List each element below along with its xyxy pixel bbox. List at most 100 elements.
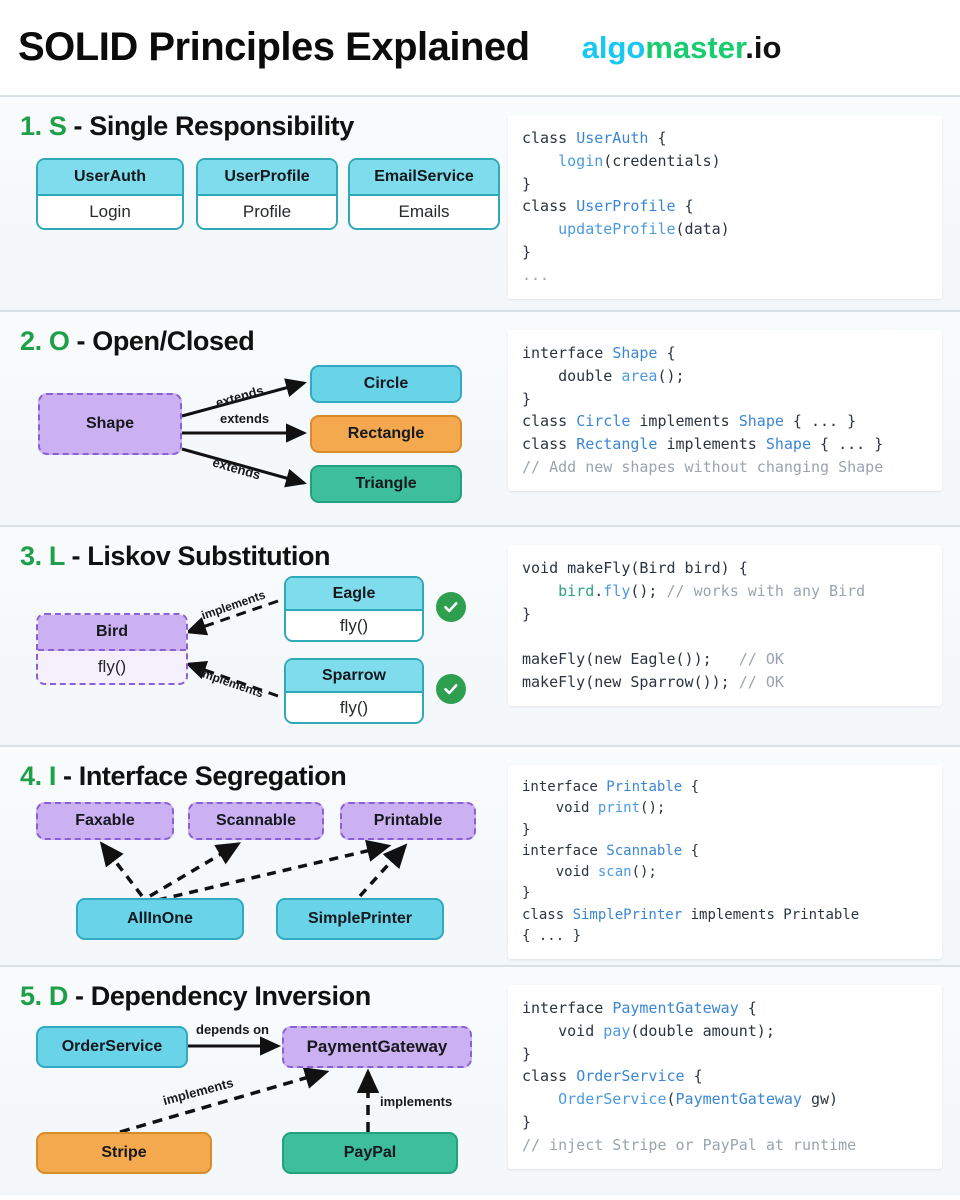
- class-box-emailservice[interactable]: EmailService Emails: [348, 158, 500, 230]
- class-box-eagle-header: Eagle: [286, 578, 422, 611]
- code-block-2[interactable]: interface Shape { double area(); } class…: [508, 330, 942, 491]
- class-box-circle-label: Circle: [363, 375, 409, 393]
- interface-box-scannable[interactable]: Scannable: [188, 802, 324, 840]
- section-1-title: Single Responsibility: [89, 111, 354, 141]
- section-3-title: Liskov Substitution: [87, 541, 331, 571]
- section-single-responsibility: 1. S - Single Responsibility UserAuth Lo…: [0, 95, 960, 310]
- section-4-diagram: Faxable Scannable Printable AllInOne Sim…: [20, 796, 500, 946]
- section-4-title: Interface Segregation: [78, 761, 347, 791]
- section-1-code-pane: class UserAuth { login(credentials) } cl…: [500, 97, 960, 310]
- edge-label-implements-paypal: implements: [380, 1094, 453, 1109]
- check-circle-icon-sparrow: [436, 674, 466, 704]
- class-box-eagle[interactable]: Eagle fly(): [284, 576, 424, 642]
- section-dependency-inversion: 5. D - Dependency Inversion OrderService: [0, 965, 960, 1195]
- class-box-triangle-label: Triangle: [355, 475, 417, 493]
- section-interface-segregation: 4. I - Interface Segregation Faxable: [0, 745, 960, 965]
- section-5-heading: 5. D - Dependency Inversion: [20, 967, 500, 1012]
- edge-label-extends-rectangle: extends: [220, 411, 270, 426]
- class-box-allinone[interactable]: AllInOne: [76, 898, 244, 940]
- class-box-orderservice[interactable]: OrderService: [36, 1026, 188, 1068]
- interface-box-paymentgateway[interactable]: PaymentGateway: [282, 1026, 472, 1068]
- section-3-index: 3. L: [20, 541, 65, 571]
- interface-box-shape-label: Shape: [85, 415, 134, 433]
- section-4-heading: 4. I - Interface Segregation: [20, 747, 500, 792]
- section-2-heading: 2. O - Open/Closed: [20, 312, 500, 357]
- edge-label-depends-on: depends on: [196, 1022, 269, 1037]
- class-box-triangle[interactable]: Triangle: [310, 465, 462, 503]
- section-3-heading: 3. L - Liskov Substitution: [20, 527, 500, 572]
- interface-box-paymentgateway-label: PaymentGateway: [306, 1036, 448, 1056]
- class-box-paypal-label: PayPal: [343, 1144, 397, 1162]
- section-2-edges: [181, 378, 307, 488]
- section-2-code-pane: interface Shape { double area(); } class…: [500, 312, 960, 525]
- section-5-code-pane: interface PaymentGateway { void pay(doub…: [500, 967, 960, 1195]
- interface-box-printable[interactable]: Printable: [340, 802, 476, 840]
- section-4-diagram-pane: 4. I - Interface Segregation Faxable: [0, 747, 500, 965]
- section-liskov-substitution: 3. L - Liskov Substitution Bird fly(): [0, 525, 960, 745]
- class-box-simpleprinter-label: SimplePrinter: [307, 910, 413, 928]
- class-box-userauth-body: Login: [38, 196, 182, 228]
- section-2-dash: -: [69, 326, 93, 356]
- brand-logo[interactable]: algomaster.io: [582, 30, 782, 66]
- section-2-diagram: Shape extends extends extends Circle Rec…: [20, 361, 500, 511]
- brand-master-text: master: [645, 29, 746, 65]
- class-box-sparrow-header: Sparrow: [286, 660, 422, 693]
- class-box-userprofile-header: UserProfile: [198, 160, 336, 196]
- section-4-dash: -: [55, 761, 79, 791]
- section-4-edges: [99, 839, 408, 902]
- interface-box-bird[interactable]: Bird fly(): [36, 613, 188, 685]
- interface-box-printable-label: Printable: [373, 812, 443, 830]
- class-box-emailservice-header: EmailService: [350, 160, 498, 196]
- class-box-stripe[interactable]: Stripe: [36, 1132, 212, 1174]
- section-1-dash: -: [66, 111, 90, 141]
- section-open-closed: 2. O - Open/Closed Shape extends: [0, 310, 960, 525]
- class-box-paypal[interactable]: PayPal: [282, 1132, 458, 1174]
- class-box-stripe-label: Stripe: [101, 1144, 147, 1162]
- brand-algo-text: algo: [581, 29, 646, 65]
- principles-list: 1. S - Single Responsibility UserAuth Lo…: [0, 95, 960, 1195]
- class-box-userauth[interactable]: UserAuth Login: [36, 158, 184, 230]
- section-5-title: Dependency Inversion: [90, 981, 371, 1011]
- section-5-index: 5. D: [20, 981, 68, 1011]
- class-box-rectangle-label: Rectangle: [347, 425, 425, 443]
- section-1-heading: 1. S - Single Responsibility: [20, 97, 500, 142]
- class-box-eagle-body: fly(): [286, 611, 422, 640]
- section-4-index: 4. I: [20, 761, 56, 791]
- section-2-title: Open/Closed: [92, 326, 255, 356]
- brand-tld-text: .io: [745, 29, 782, 65]
- section-5-dash: -: [67, 981, 91, 1011]
- section-3-dash: -: [64, 541, 88, 571]
- code-block-1[interactable]: class UserAuth { login(credentials) } cl…: [508, 115, 942, 299]
- section-5-diagram: OrderService depends on PaymentGateway i…: [20, 1016, 500, 1176]
- class-box-userauth-header: UserAuth: [38, 160, 182, 196]
- class-box-userprofile[interactable]: UserProfile Profile: [196, 158, 338, 230]
- class-box-simpleprinter[interactable]: SimplePrinter: [276, 898, 444, 940]
- section-5-edges: [119, 1036, 380, 1134]
- class-box-userprofile-body: Profile: [198, 196, 336, 228]
- interface-box-faxable[interactable]: Faxable: [36, 802, 174, 840]
- section-1-diagram: UserAuth Login UserProfile Profile Email…: [20, 146, 500, 241]
- interface-box-faxable-label: Faxable: [75, 812, 135, 830]
- interface-box-bird-body: fly(): [38, 651, 186, 683]
- interface-box-scannable-label: Scannable: [215, 812, 297, 830]
- code-block-5[interactable]: interface PaymentGateway { void pay(doub…: [508, 985, 942, 1169]
- section-1-diagram-pane: 1. S - Single Responsibility UserAuth Lo…: [0, 97, 500, 310]
- class-box-circle[interactable]: Circle: [310, 365, 462, 403]
- page-title: SOLID Principles Explained: [18, 25, 530, 69]
- class-box-rectangle[interactable]: Rectangle: [310, 415, 462, 453]
- class-box-sparrow-body: fly(): [286, 693, 422, 722]
- class-box-emailservice-body: Emails: [350, 196, 498, 228]
- interface-box-shape[interactable]: Shape: [38, 393, 182, 455]
- class-box-allinone-label: AllInOne: [127, 910, 193, 928]
- section-2-diagram-pane: 2. O - Open/Closed Shape extends: [0, 312, 500, 525]
- section-1-index: 1. S: [20, 111, 67, 141]
- check-circle-icon-eagle: [436, 592, 466, 622]
- section-3-diagram-pane: 3. L - Liskov Substitution Bird fly(): [0, 527, 500, 745]
- section-2-index: 2. O: [20, 326, 70, 356]
- section-3-code-pane: void makeFly(Bird bird) { bird.fly(); //…: [500, 527, 960, 745]
- interface-box-bird-header: Bird: [38, 615, 186, 651]
- code-block-3[interactable]: void makeFly(Bird bird) { bird.fly(); //…: [508, 545, 942, 706]
- class-box-sparrow[interactable]: Sparrow fly(): [284, 658, 424, 724]
- code-block-4[interactable]: interface Printable { void print(); } in…: [508, 765, 942, 960]
- section-5-diagram-pane: 5. D - Dependency Inversion OrderService: [0, 967, 500, 1195]
